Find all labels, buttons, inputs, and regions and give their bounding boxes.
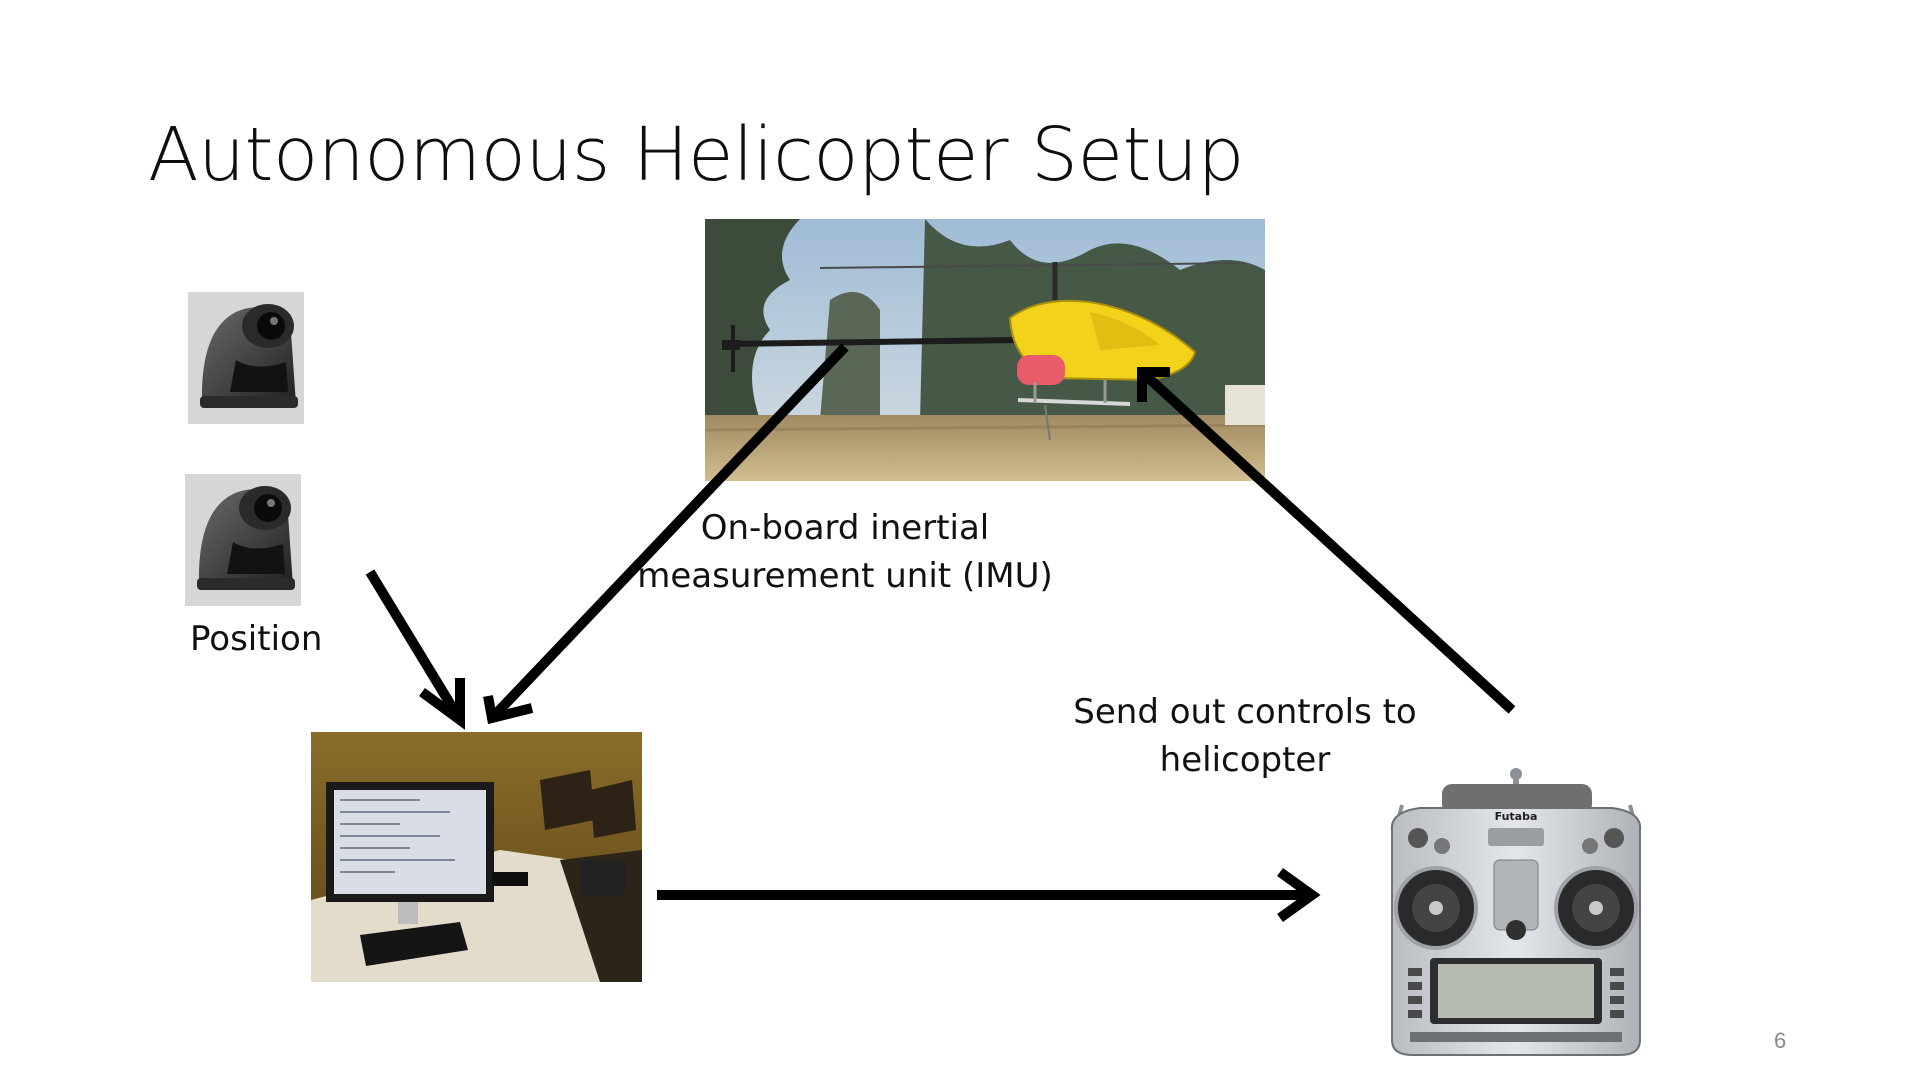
controls-caption-line1: Send out controls to xyxy=(1073,692,1417,732)
helicopter-photo xyxy=(704,219,1266,481)
arrowhead-imu xyxy=(483,695,534,725)
imu-caption: On-board inertial measurement unit (IMU) xyxy=(615,504,1075,600)
diagram-arrows xyxy=(365,343,1516,923)
controller-brand: Futaba xyxy=(1495,810,1538,823)
controls-caption-line2: helicopter xyxy=(1159,740,1331,780)
imu-caption-line1: On-board inertial xyxy=(700,508,990,548)
radio-transmitter-photo: Futaba xyxy=(1390,768,1642,1056)
arrowhead-helicopter xyxy=(1137,367,1170,402)
controls-caption: Send out controls to helicopter xyxy=(1050,688,1440,784)
arrowhead-position xyxy=(419,678,465,730)
slide-title: Autonomous Helicopter Setup xyxy=(148,112,1244,198)
arrowhead-controller xyxy=(1277,867,1321,923)
camera-icon xyxy=(185,474,301,606)
slide-number: 6 xyxy=(1774,1028,1787,1053)
arrow-position-to-computer xyxy=(365,569,465,723)
imu-caption-line2: measurement unit (IMU) xyxy=(637,556,1053,596)
arrow-imu-to-computer xyxy=(488,343,849,722)
position-caption: Position xyxy=(190,619,323,659)
computer-workstation-photo xyxy=(311,732,642,982)
camera-icon xyxy=(188,292,304,424)
arrow-controller-to-helicopter xyxy=(1138,368,1516,714)
